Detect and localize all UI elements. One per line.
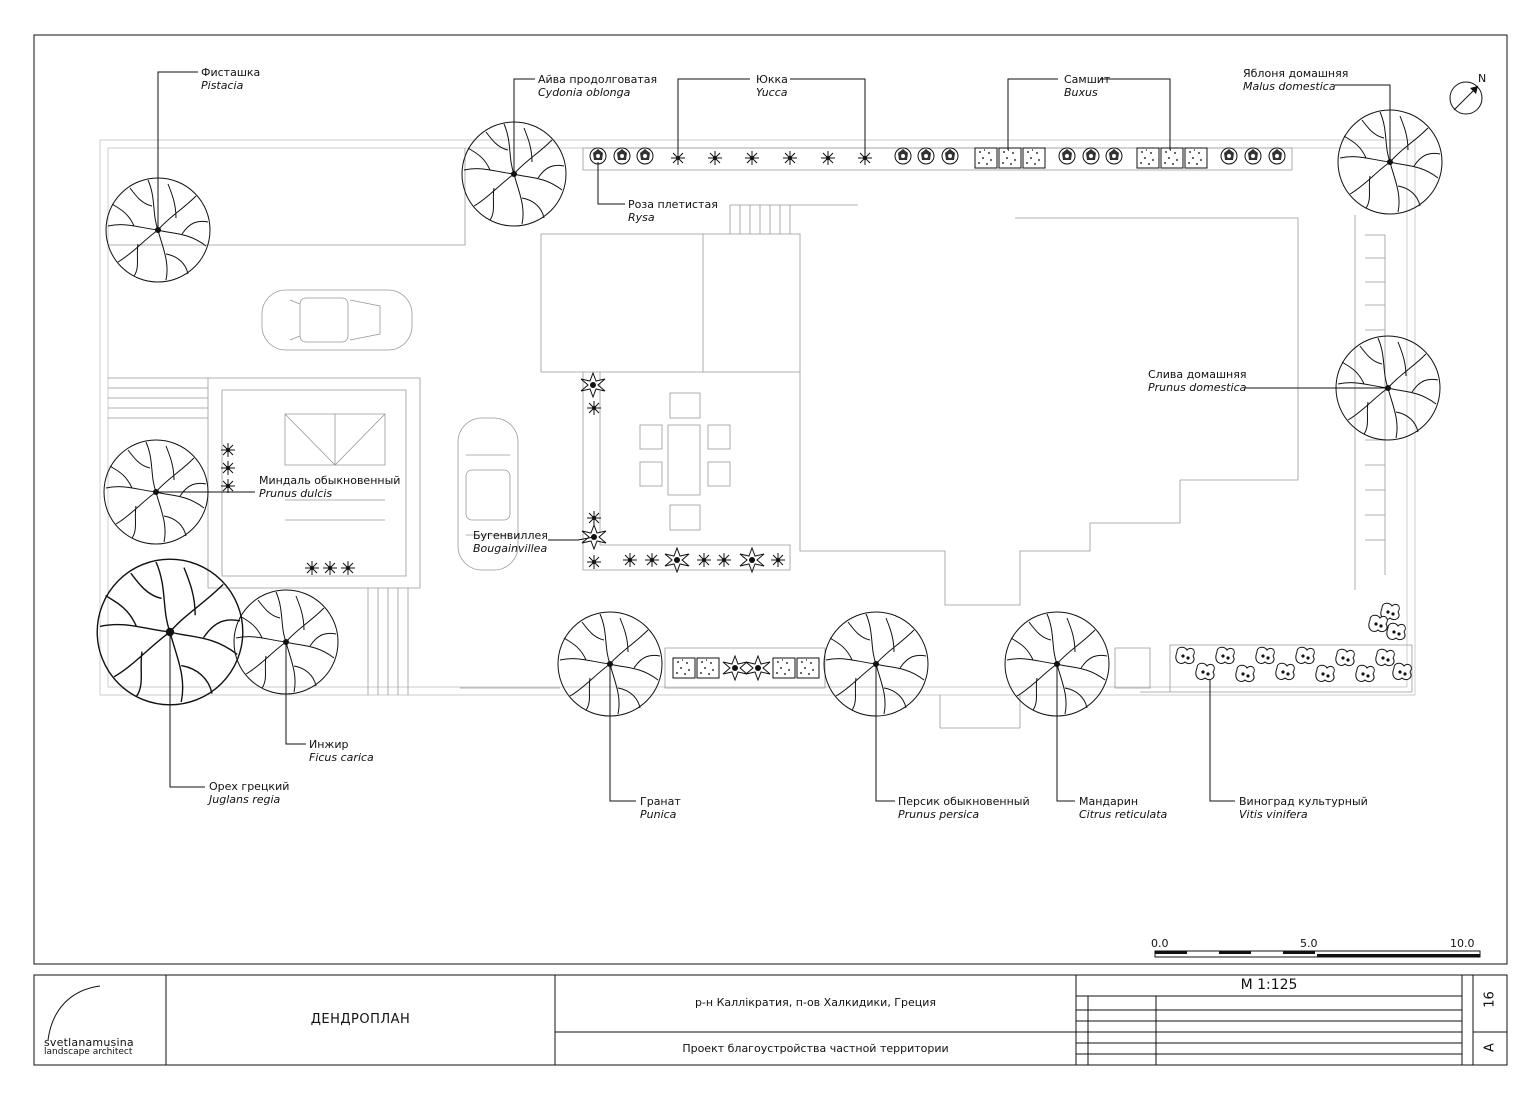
- title-block-frame: [33, 974, 1508, 1066]
- plant-label-rosa: Роза плетистая Rysa: [628, 198, 718, 224]
- sheet-title: ДЕНДРОПЛАН: [310, 1012, 411, 1027]
- drawing-scale: М 1:125: [1240, 977, 1298, 993]
- car-icon: [457, 417, 519, 571]
- bougainvillea-bed: [580, 372, 786, 573]
- sheet-format: А: [1482, 1043, 1498, 1052]
- plant-label-punica: Гранат Punica: [640, 795, 681, 821]
- svg-text:Фисташка: Фисташка: [201, 66, 260, 79]
- logo-text: svetlanamusina: [44, 1036, 134, 1049]
- logo: svetlanamusina landscape architect: [44, 1036, 162, 1057]
- car-icon: [261, 289, 413, 351]
- logo-subtext: landscape architect: [44, 1047, 133, 1057]
- logo-arc-icon: [47, 985, 101, 1041]
- svg-text:Buxus: Buxus: [1064, 86, 1098, 99]
- svg-text:Слива домашняя: Слива домашняя: [1148, 368, 1246, 381]
- svg-text:Роза плетистая: Роза плетистая: [628, 198, 718, 211]
- svg-text:Juglans regia: Juglans regia: [207, 793, 281, 806]
- scale-tick-label: 5.0: [1300, 937, 1318, 950]
- outdoor-furniture: [639, 392, 731, 531]
- plant-label-citrus: Мандарин Citrus reticulata: [1079, 795, 1168, 821]
- svg-text:Самшит: Самшит: [1064, 73, 1111, 86]
- plant-label-ficus: Инжир Ficus carica: [309, 738, 374, 764]
- site-architecture: [99, 139, 1416, 729]
- leader-lines: [156, 71, 1391, 802]
- plant-label-vitis: Виноград культурный Vitis vinifera: [1239, 795, 1368, 821]
- plant-label-prunus-dulcis: Миндаль обыкновенный Prunus dulcis: [259, 474, 400, 500]
- plant-label-prunus-persica: Персик обыкновенный Prunus persica: [898, 795, 1030, 821]
- svg-text:Cydonia oblonga: Cydonia oblonga: [538, 86, 631, 99]
- scale-tick-label: 10.0: [1450, 937, 1475, 950]
- svg-text:Prunus dulcis: Prunus dulcis: [259, 487, 332, 500]
- svg-text:Инжир: Инжир: [309, 738, 348, 751]
- vitis-bed: [1175, 602, 1412, 683]
- svg-text:Юкка: Юкка: [756, 73, 788, 86]
- plant-label-bougainvillea: Бугенвиллея Bougainvillea: [473, 529, 548, 555]
- plant-label-cydonia: Айва продолговатая Cydonia oblonga: [538, 73, 657, 99]
- plant-label-pistacia: Фисташка Pistacia: [201, 66, 260, 92]
- plant-label-malus: Яблоня домашняя Malus domestica: [1243, 67, 1348, 93]
- svg-text:Миндаль обыкновенный: Миндаль обыкновенный: [259, 474, 400, 487]
- plant-label-prunus-domestica: Слива домашняя Prunus domestica: [1148, 368, 1247, 394]
- svg-text:Персик обыкновенный: Персик обыкновенный: [898, 795, 1030, 808]
- svg-text:Мандарин: Мандарин: [1079, 795, 1138, 808]
- top-planting-row: [589, 147, 1286, 169]
- sheet-number: 16: [1482, 991, 1498, 1008]
- svg-text:Punica: Punica: [640, 808, 677, 821]
- svg-text:Pistacia: Pistacia: [201, 79, 244, 92]
- svg-text:Гранат: Гранат: [640, 795, 681, 808]
- scale-tick-label: 0.0: [1151, 937, 1169, 950]
- svg-text:Яблоня домашняя: Яблоня домашняя: [1243, 67, 1348, 80]
- drawing-frame: [33, 34, 1508, 965]
- svg-text:Айва продолговатая: Айва продолговатая: [538, 73, 657, 86]
- svg-text:Prunus persica: Prunus persica: [898, 808, 979, 821]
- svg-text:Орех грецкий: Орех грецкий: [209, 780, 289, 793]
- plant-label-buxus: Самшит Buxus: [1064, 73, 1111, 99]
- bottom-planting-bed: [672, 655, 820, 681]
- svg-text:Бугенвиллея: Бугенвиллея: [473, 529, 548, 542]
- svg-text:Ficus carica: Ficus carica: [309, 751, 374, 764]
- svg-text:Citrus reticulata: Citrus reticulata: [1079, 808, 1168, 821]
- svg-text:N: N: [1478, 72, 1486, 85]
- svg-text:Prunus domestica: Prunus domestica: [1148, 381, 1247, 394]
- svg-text:Виноград культурный: Виноград культурный: [1239, 795, 1368, 808]
- north-arrow-icon: N: [1449, 72, 1486, 115]
- svg-text:Rysa: Rysa: [628, 211, 655, 224]
- plant-label-yucca: Юкка Yucca: [756, 73, 788, 99]
- svg-text:Vitis vinifera: Vitis vinifera: [1239, 808, 1308, 821]
- project-name: Проект благоустройства частной территори…: [682, 1042, 949, 1055]
- svg-text:Malus domestica: Malus domestica: [1243, 80, 1336, 93]
- svg-text:Bougainvillea: Bougainvillea: [473, 542, 547, 555]
- svg-text:Yucca: Yucca: [756, 86, 788, 99]
- plant-label-juglans: Орех грецкий Juglans regia: [207, 780, 289, 806]
- scale-bar: 0.0 5.0 10.0: [1151, 937, 1481, 958]
- project-location: р-н Каллікратия, п-ов Халкидики, Греция: [694, 996, 937, 1009]
